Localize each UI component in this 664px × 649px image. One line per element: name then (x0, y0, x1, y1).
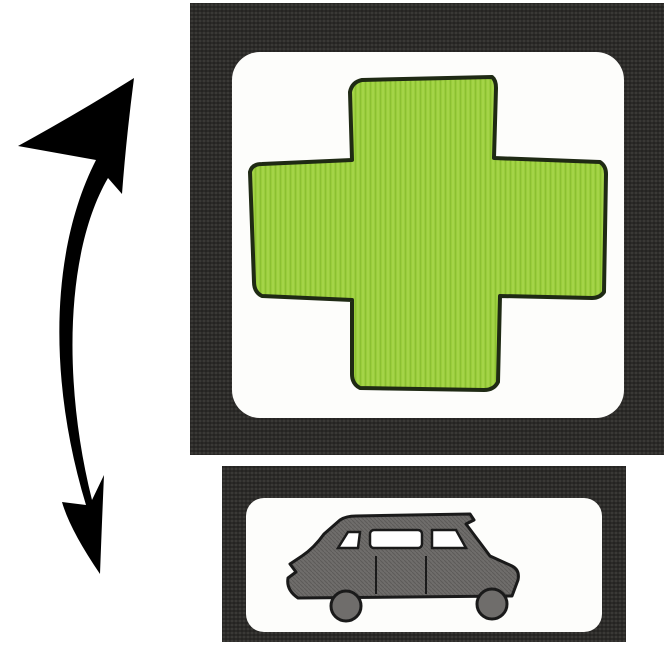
van-wheel (331, 591, 361, 621)
vehicle-sign (222, 466, 626, 642)
double-headed-curved-arrow-icon (18, 78, 134, 574)
first-aid-sign (190, 3, 664, 455)
van-wheel (477, 589, 507, 619)
